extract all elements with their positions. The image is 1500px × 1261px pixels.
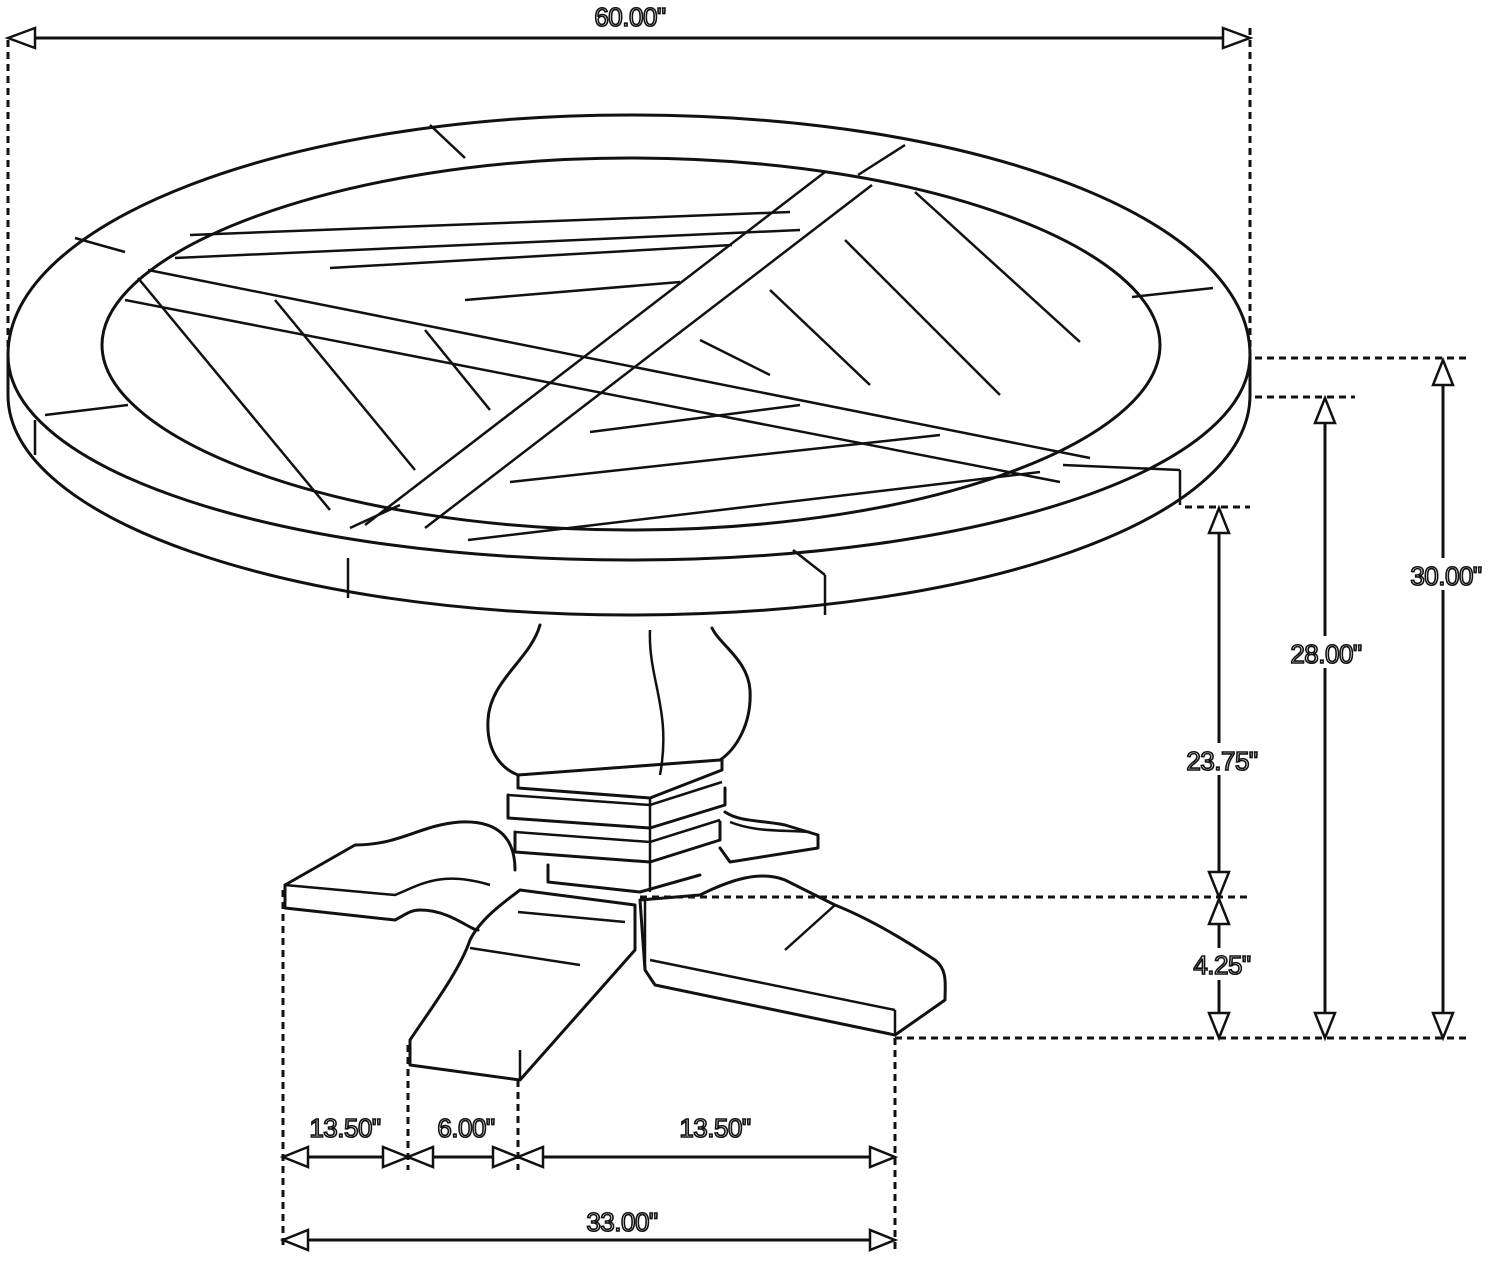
base-right-label: 13.50": [679, 1113, 751, 1143]
pedestal-height-label: 23.75": [1186, 746, 1258, 776]
base-height-label: 4.25": [1193, 950, 1251, 980]
dim-base-width: 33.00": [279, 1206, 899, 1252]
dim-top-width: 60.00": [4, 1, 1254, 355]
dim-base-height: 4.25": [1180, 895, 1260, 1042]
dim-base-left: 13.50": [279, 1112, 412, 1169]
pedestal: [486, 623, 752, 894]
dim-apron-height: 28.00": [1255, 394, 1378, 1042]
dim-pedestal-height: 23.75": [640, 504, 1272, 901]
base-width-label: 33.00": [586, 1207, 658, 1237]
table-top: [6, 113, 1252, 617]
base-left-label: 13.50": [309, 1113, 381, 1143]
total-height-label: 30.00": [1410, 561, 1482, 591]
base-center-label: 6.00": [437, 1113, 495, 1143]
pedestal-base-feet: [283, 810, 947, 1082]
top-width-label: 60.00": [594, 2, 666, 32]
apron-height-label: 28.00": [1290, 639, 1362, 669]
dim-total-height: 30.00": [895, 356, 1495, 1042]
dim-base-right: 13.50": [514, 1112, 899, 1169]
dim-base-center: 6.00": [404, 1112, 522, 1169]
